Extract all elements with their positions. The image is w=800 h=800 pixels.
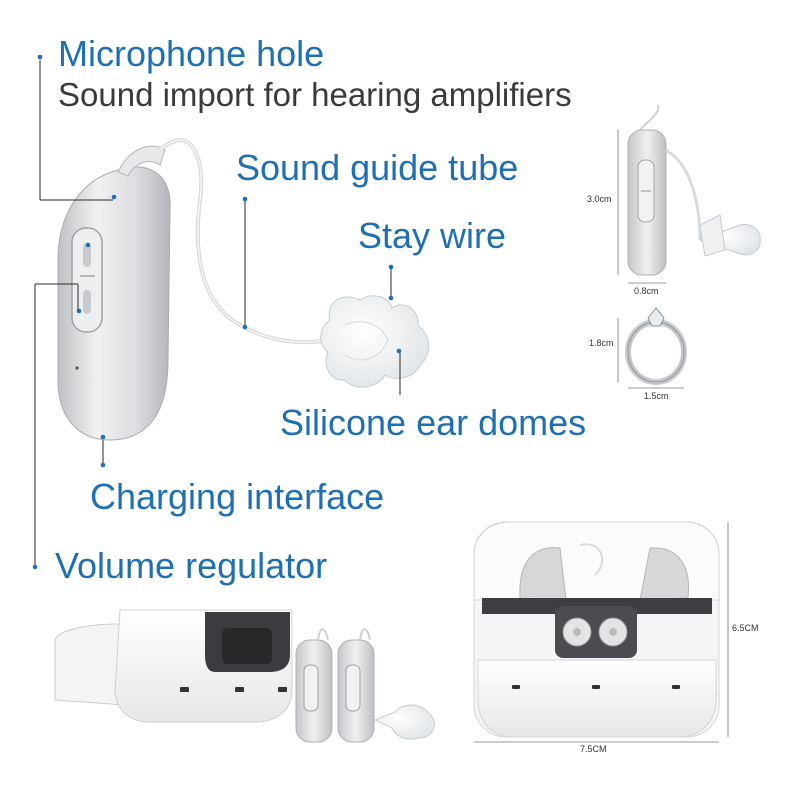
label-microphone-sub: Sound import for hearing amplifiers [58,76,572,113]
dim-device-width: 0.8cm [634,286,659,296]
dim-ring-width: 1.5cm [644,391,669,401]
main-hearing-aid [57,145,171,441]
dim-case-height: 6.5CM [732,623,759,633]
open-case-figure [54,609,435,743]
dim-ring-height: 1.8cm [589,338,614,348]
label-microphone-hole: Microphone hole [58,33,325,74]
label-silicone-ear-domes: Silicone ear domes [280,402,587,443]
label-charging-interface: Charging interface [90,476,385,517]
closed-case-figure [473,521,720,738]
ring-figure [625,307,687,385]
leader-lines [34,60,401,565]
label-stay-wire: Stay wire [358,215,507,256]
label-sound-guide-tube: Sound guide tube [236,147,519,188]
dim-device-height: 3.0cm [587,194,612,204]
device-size-figure [627,104,761,276]
label-volume-regulator: Volume regulator [55,545,328,586]
dim-case-width: 7.5CM [580,744,607,754]
ear-dome [320,295,430,388]
